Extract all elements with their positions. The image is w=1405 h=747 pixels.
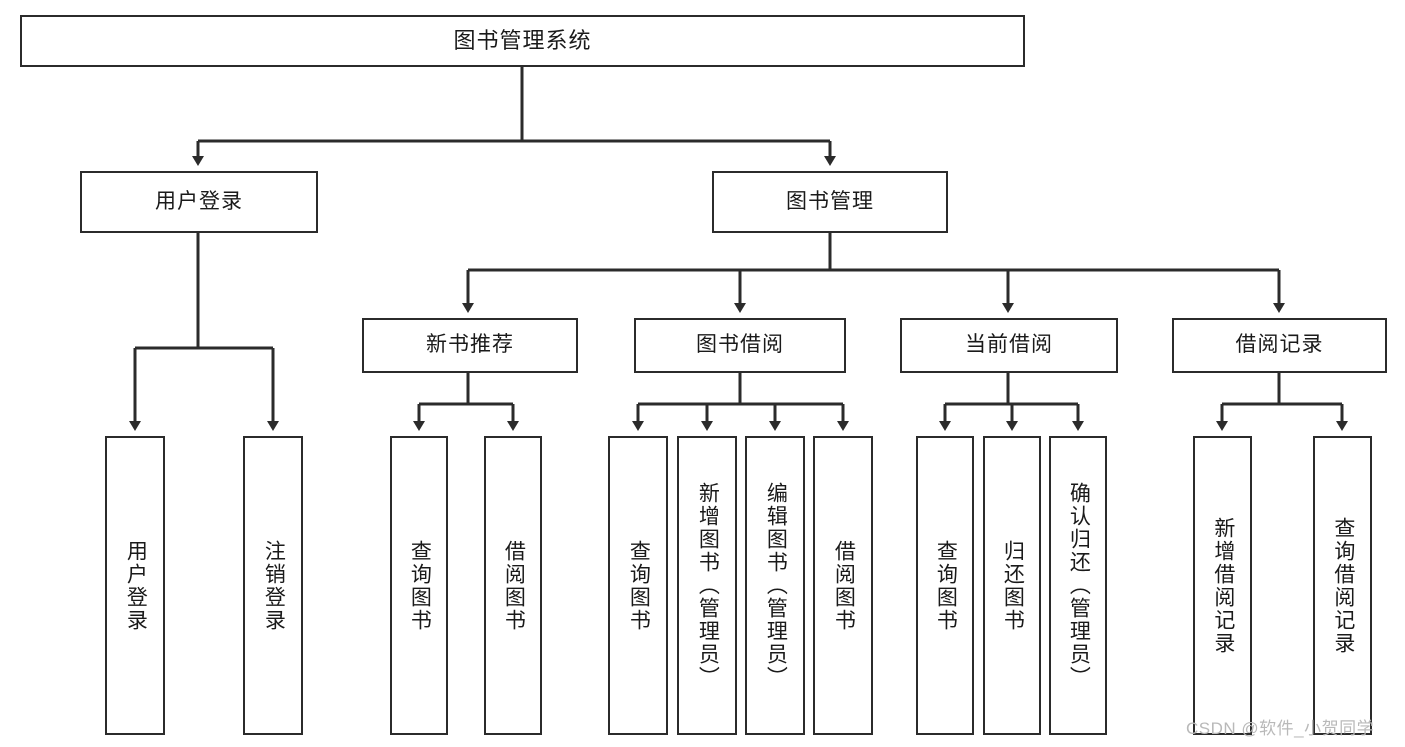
node-user-login[interactable]: 用户登录: [80, 171, 318, 233]
node-leaf-query-book-borrow[interactable]: 查询图书: [608, 436, 668, 735]
node-leaf-query-book-current-label: 查询图书: [934, 539, 958, 632]
node-leaf-add-record[interactable]: 新增借阅记录: [1193, 436, 1252, 735]
node-leaf-user-logout-label: 注销登录: [262, 539, 286, 632]
node-book-manage-label: 图书管理: [786, 189, 874, 213]
node-leaf-confirm-return-label: 确认归还（管理员）: [1067, 482, 1091, 689]
node-book-borrow-label: 图书借阅: [696, 333, 784, 357]
node-leaf-return-book[interactable]: 归还图书: [983, 436, 1041, 735]
node-leaf-query-record-label: 查询借阅记录: [1331, 516, 1355, 655]
node-borrow-record[interactable]: 借阅记录: [1172, 318, 1387, 373]
node-leaf-query-book-rec-label: 查询图书: [408, 539, 432, 632]
node-borrow-record-label: 借阅记录: [1235, 333, 1324, 357]
node-leaf-confirm-return[interactable]: 确认归还（管理员）: [1049, 436, 1107, 735]
csdn-watermark: CSDN @软件_小贺同学: [1186, 719, 1375, 738]
node-new-book-rec-label: 新书推荐: [426, 333, 514, 357]
node-leaf-borrow-book-rec[interactable]: 借阅图书: [484, 436, 542, 735]
node-leaf-edit-book-label: 编辑图书（管理员）: [764, 482, 788, 689]
node-leaf-return-book-label: 归还图书: [1001, 539, 1025, 632]
node-leaf-edit-book[interactable]: 编辑图书（管理员）: [745, 436, 805, 735]
node-leaf-borrow-book-label: 借阅图书: [832, 539, 856, 632]
node-leaf-borrow-book-rec-label: 借阅图书: [502, 539, 526, 632]
node-leaf-add-book-label: 新增图书（管理员）: [696, 482, 720, 689]
node-book-borrow[interactable]: 图书借阅: [634, 318, 846, 373]
node-leaf-borrow-book[interactable]: 借阅图书: [813, 436, 873, 735]
node-leaf-user-logout[interactable]: 注销登录: [243, 436, 303, 735]
node-leaf-query-book-borrow-label: 查询图书: [627, 539, 651, 632]
node-leaf-query-book-rec[interactable]: 查询图书: [390, 436, 448, 735]
node-new-book-rec[interactable]: 新书推荐: [362, 318, 578, 373]
node-leaf-query-book-current[interactable]: 查询图书: [916, 436, 974, 735]
node-book-manage[interactable]: 图书管理: [712, 171, 948, 233]
node-current-borrow[interactable]: 当前借阅: [900, 318, 1118, 373]
node-leaf-user-login-label: 用户登录: [124, 539, 148, 632]
node-leaf-add-book[interactable]: 新增图书（管理员）: [677, 436, 737, 735]
node-leaf-user-login[interactable]: 用户登录: [105, 436, 165, 735]
node-root-system-label: 图书管理系统: [453, 28, 592, 54]
node-user-login-label: 用户登录: [155, 189, 243, 213]
node-leaf-add-record-label: 新增借阅记录: [1211, 516, 1235, 655]
node-leaf-query-record[interactable]: 查询借阅记录: [1313, 436, 1372, 735]
node-current-borrow-label: 当前借阅: [965, 333, 1053, 357]
node-root-system[interactable]: 图书管理系统: [20, 15, 1025, 67]
